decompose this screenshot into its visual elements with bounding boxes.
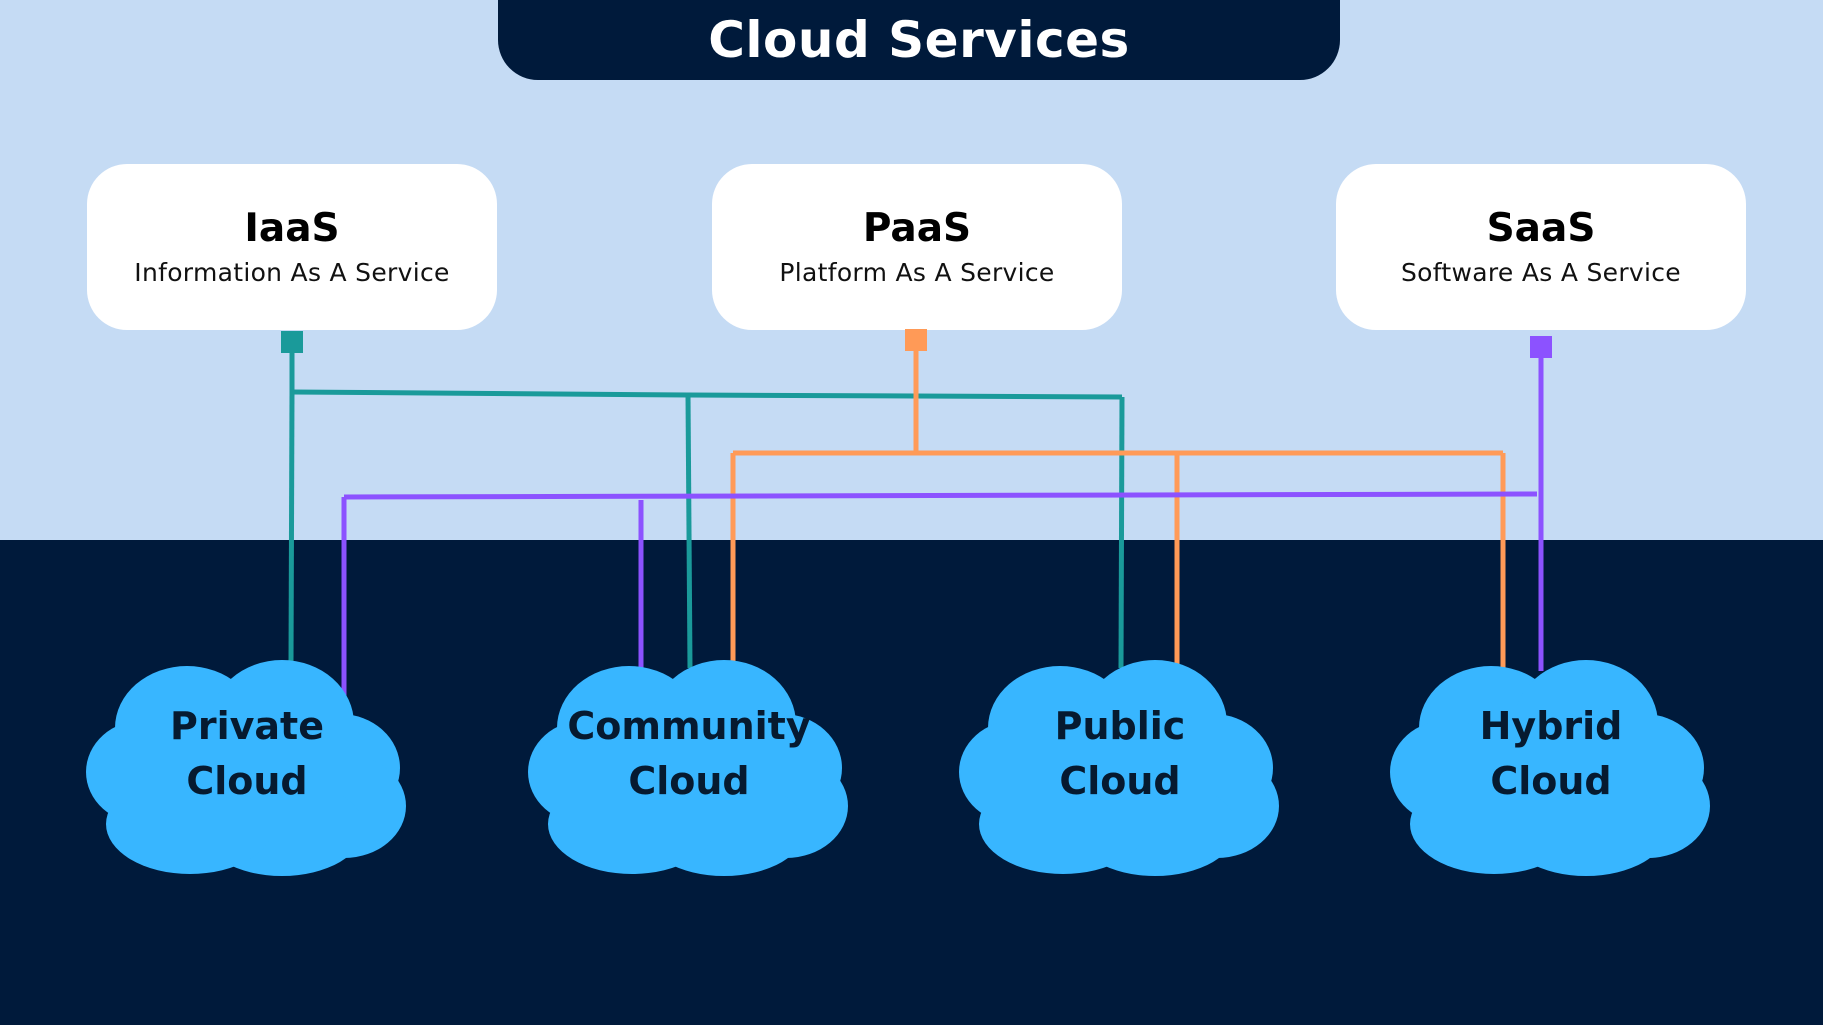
iaas-to-public [1118, 396, 1125, 669]
card-paas-name: Platform As A Service [779, 257, 1055, 287]
iaas-port [281, 331, 303, 353]
iaas-bus [291, 389, 1123, 400]
cloud-public-line2: Cloud [1059, 759, 1181, 803]
card-iaas: IaaS Information As A Service [87, 164, 497, 330]
page-title: Cloud Services [708, 11, 1130, 69]
card-saas-acronym: SaaS [1486, 206, 1596, 252]
cloud-public: Public Cloud [955, 658, 1285, 878]
card-saas: SaaS Software As A Service [1336, 164, 1746, 330]
cloud-private-line2: Cloud [186, 759, 308, 803]
card-iaas-acronym: IaaS [244, 206, 340, 252]
paas-port [905, 329, 927, 351]
card-iaas-name: Information As A Service [134, 257, 450, 287]
card-paas: PaaS Platform As A Service [712, 164, 1122, 330]
iaas-to-community [685, 394, 693, 669]
cloud-community-line2: Cloud [628, 759, 750, 803]
cloud-public-shape [959, 660, 1279, 876]
paas-connectors [730, 329, 1506, 671]
card-paas-acronym: PaaS [862, 206, 972, 252]
cloud-community-line1: Community [567, 703, 811, 748]
cloud-public-line1: Public [1054, 703, 1186, 748]
saas-bus [343, 491, 1538, 500]
cloud-community-shape [528, 660, 848, 876]
cloud-private: Private Cloud [82, 658, 412, 878]
cloud-public-label: Public Cloud [955, 658, 1285, 878]
cloud-hybrid-shape [1390, 660, 1710, 876]
cloud-hybrid: Hybrid Cloud [1386, 658, 1716, 878]
cloud-private-line1: Private [170, 703, 324, 748]
iaas-to-private [288, 391, 295, 664]
saas-port [1530, 336, 1552, 358]
cloud-hybrid-line1: Hybrid [1479, 703, 1623, 748]
cloud-hybrid-line2: Cloud [1490, 759, 1612, 803]
saas-connectors [341, 336, 1552, 706]
card-saas-name: Software As A Service [1401, 257, 1681, 287]
cloud-private-shape [86, 660, 406, 876]
cloud-community: Community Cloud [524, 658, 854, 878]
title-banner: Cloud Services [498, 0, 1340, 80]
iaas-connectors [281, 331, 1125, 669]
cloud-community-label: Community Cloud [524, 658, 854, 878]
cloud-hybrid-label: Hybrid Cloud [1386, 658, 1716, 878]
cloud-private-label: Private Cloud [82, 658, 412, 878]
